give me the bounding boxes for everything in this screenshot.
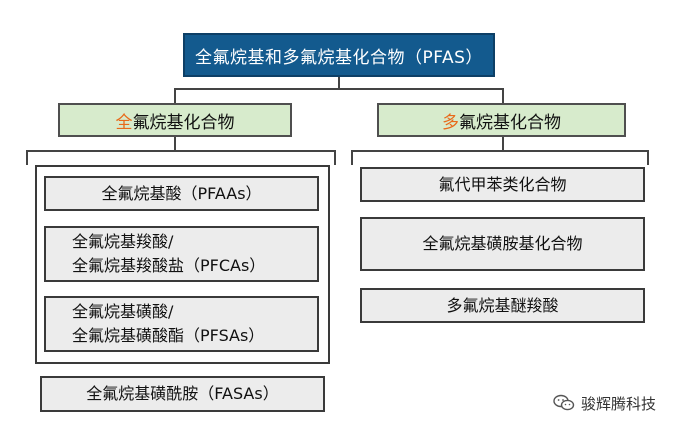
watermark-text: 骏辉腾科技 xyxy=(581,394,657,413)
watermark: 骏辉腾科技 xyxy=(553,390,656,416)
bracket-left-tip-right xyxy=(334,150,336,165)
bracket-right-tip-right xyxy=(647,150,649,165)
connector-root-horizontal xyxy=(174,88,504,90)
bracket-right-horizontal xyxy=(351,150,649,152)
right-item-2-line-1: 全氟烷基磺胺基化合物 xyxy=(422,234,583,253)
right-item-1-line-1: 氟代甲苯类化合物 xyxy=(438,174,567,194)
left-item-1-line-1: 全氟烷基酸（PFAAs） xyxy=(101,183,262,203)
left-item-pfcas: 全氟烷基羧酸/ 全氟烷基羧酸盐（PFCAs） xyxy=(44,226,319,282)
left-item-2-line-2: 全氟烷基羧酸盐（PFCAs） xyxy=(72,256,266,275)
category-right-label: 氟烷基化合物 xyxy=(459,112,561,133)
right-item-fluorotoluenes: 氟代甲苯类化合物 xyxy=(360,167,645,202)
root-label: 全氟烷基和多氟烷基化合物（PFAS） xyxy=(195,47,483,68)
left-item-pfaas: 全氟烷基酸（PFAAs） xyxy=(44,176,319,211)
bracket-left-vertical xyxy=(174,137,176,151)
bracket-left-tip-left xyxy=(26,150,28,165)
category-polyfluoroalkyl: 多氟烷基化合物 xyxy=(377,103,626,137)
wechat-icon xyxy=(553,394,575,412)
bracket-right-tip-left xyxy=(351,150,353,165)
right-item-3-line-1: 多氟烷基醚羧酸 xyxy=(446,295,559,315)
left-item-pfsas: 全氟烷基磺酸/ 全氟烷基磺酸酯（PFSAs） xyxy=(44,296,319,352)
root-node-pfas: 全氟烷基和多氟烷基化合物（PFAS） xyxy=(183,33,495,77)
category-left-accent: 全 xyxy=(115,112,133,133)
connector-root-down xyxy=(338,77,340,89)
right-item-ether-carboxylic: 多氟烷基醚羧酸 xyxy=(360,288,645,323)
connector-left-down xyxy=(174,88,176,103)
left-item-fasas: 全氟烷基磺酰胺（FASAs） xyxy=(40,376,325,412)
bracket-right-vertical xyxy=(502,137,504,151)
category-right-accent: 多 xyxy=(442,112,459,133)
left-item-3-line-2: 全氟烷基磺酸酯（PFSAs） xyxy=(72,326,265,345)
left-item-2-line-1: 全氟烷基羧酸/ xyxy=(72,232,174,251)
category-left-label: 氟烷基化合物 xyxy=(132,112,235,133)
bracket-left-horizontal xyxy=(26,150,336,152)
right-item-sulfonamides: 全氟烷基磺胺基化合物 xyxy=(360,217,645,271)
category-perfluoroalkyl: 全氟烷基化合物 xyxy=(58,103,292,137)
left-item-4-line-1: 全氟烷基磺酰胺（FASAs） xyxy=(86,384,279,403)
connector-right-down xyxy=(502,88,504,103)
left-item-3-line-1: 全氟烷基磺酸/ xyxy=(72,302,174,321)
